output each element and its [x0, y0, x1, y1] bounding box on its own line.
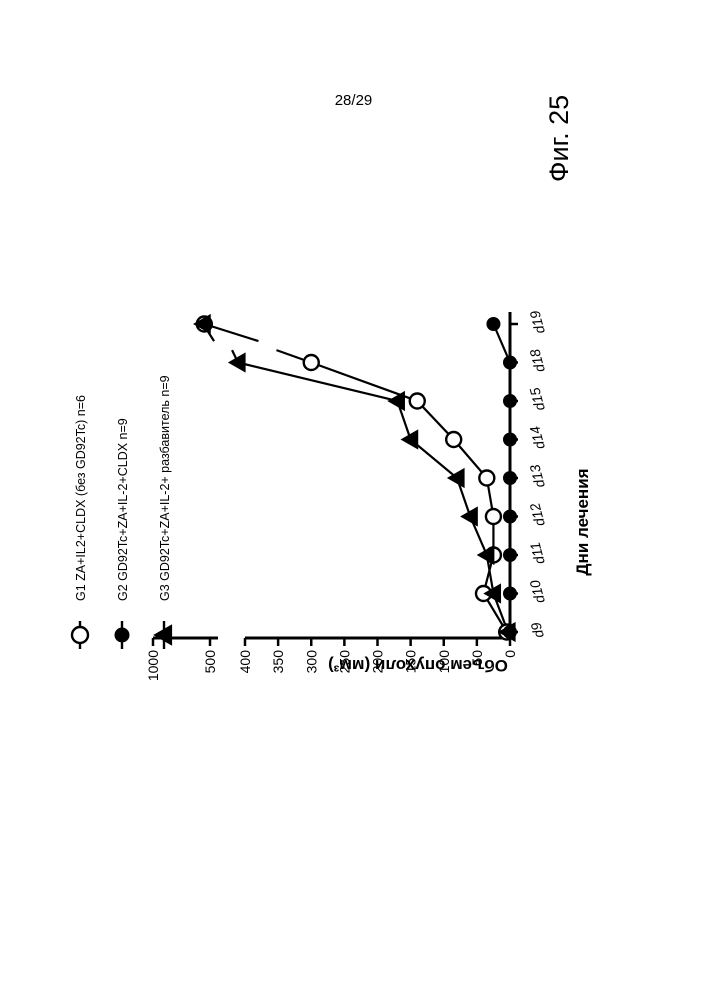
data-point-series-2	[503, 587, 517, 601]
series-markers	[193, 314, 517, 642]
data-point-series-2	[503, 510, 517, 524]
x-tick-label: d13	[526, 463, 548, 490]
x-tick-label: d11	[527, 540, 548, 566]
figure-label: Фиг. 25	[544, 95, 574, 182]
data-point-series-3	[460, 506, 478, 526]
y-axis-label: Объем опухоли (мм³)	[328, 656, 508, 675]
x-tick-label: d19	[526, 309, 548, 336]
data-point-series-2	[486, 317, 500, 331]
y-tick-label: 500	[202, 650, 218, 674]
data-point-series-3	[228, 352, 246, 372]
y-tick-label: 1000	[145, 650, 161, 681]
data-point-series-2	[503, 356, 517, 370]
data-point-series-2	[503, 471, 517, 485]
data-point-series-1	[486, 509, 501, 524]
legend-label: G1 ZA+IL2+CLDX (без GD92Tc) n=6	[74, 395, 88, 601]
x-axis-label: Дни лечения	[573, 468, 592, 575]
x-tick-label: d12	[526, 501, 548, 528]
x-tick-label: d10	[526, 578, 548, 605]
data-point-series-3	[401, 429, 419, 449]
data-point-series-1	[479, 471, 494, 486]
y-tick-label: 300	[303, 650, 319, 674]
x-tick-label: d15	[526, 386, 548, 413]
legend-label: G3 GD92Tc+ZA+IL-2+ разбавитель n=9	[158, 375, 172, 601]
data-point-series-1	[410, 394, 425, 409]
x-tick-label: d9	[527, 620, 547, 639]
x-tick-label: d14	[526, 424, 548, 451]
data-point-series-1	[304, 355, 319, 370]
legend-marker	[153, 624, 172, 646]
chart-legend: G1 ZA+IL2+CLDX (без GD92Tc) n=6 G2 GD92Tc…	[72, 375, 172, 649]
series-line-3	[238, 363, 508, 633]
data-point-series-2	[503, 433, 517, 447]
data-point-series-2	[503, 548, 517, 562]
x-tick-label: d18	[526, 347, 548, 374]
data-point-series-3	[477, 545, 495, 565]
data-point-series-1	[446, 432, 461, 447]
rotated-chart-group: d9d10d11d12d13d14d15d18d1905010015020025…	[72, 95, 592, 681]
y-tick-label: 350	[270, 650, 286, 674]
data-point-series-2	[503, 394, 517, 408]
legend-marker	[115, 628, 130, 643]
chart-axes: d9d10d11d12d13d14d15d18d1905010015020025…	[145, 309, 548, 681]
y-tick-label: 400	[237, 650, 253, 674]
legend-label: G2 GD92Tc+ZA+IL-2+CLDX n=9	[116, 418, 130, 601]
legend-marker	[72, 627, 88, 643]
